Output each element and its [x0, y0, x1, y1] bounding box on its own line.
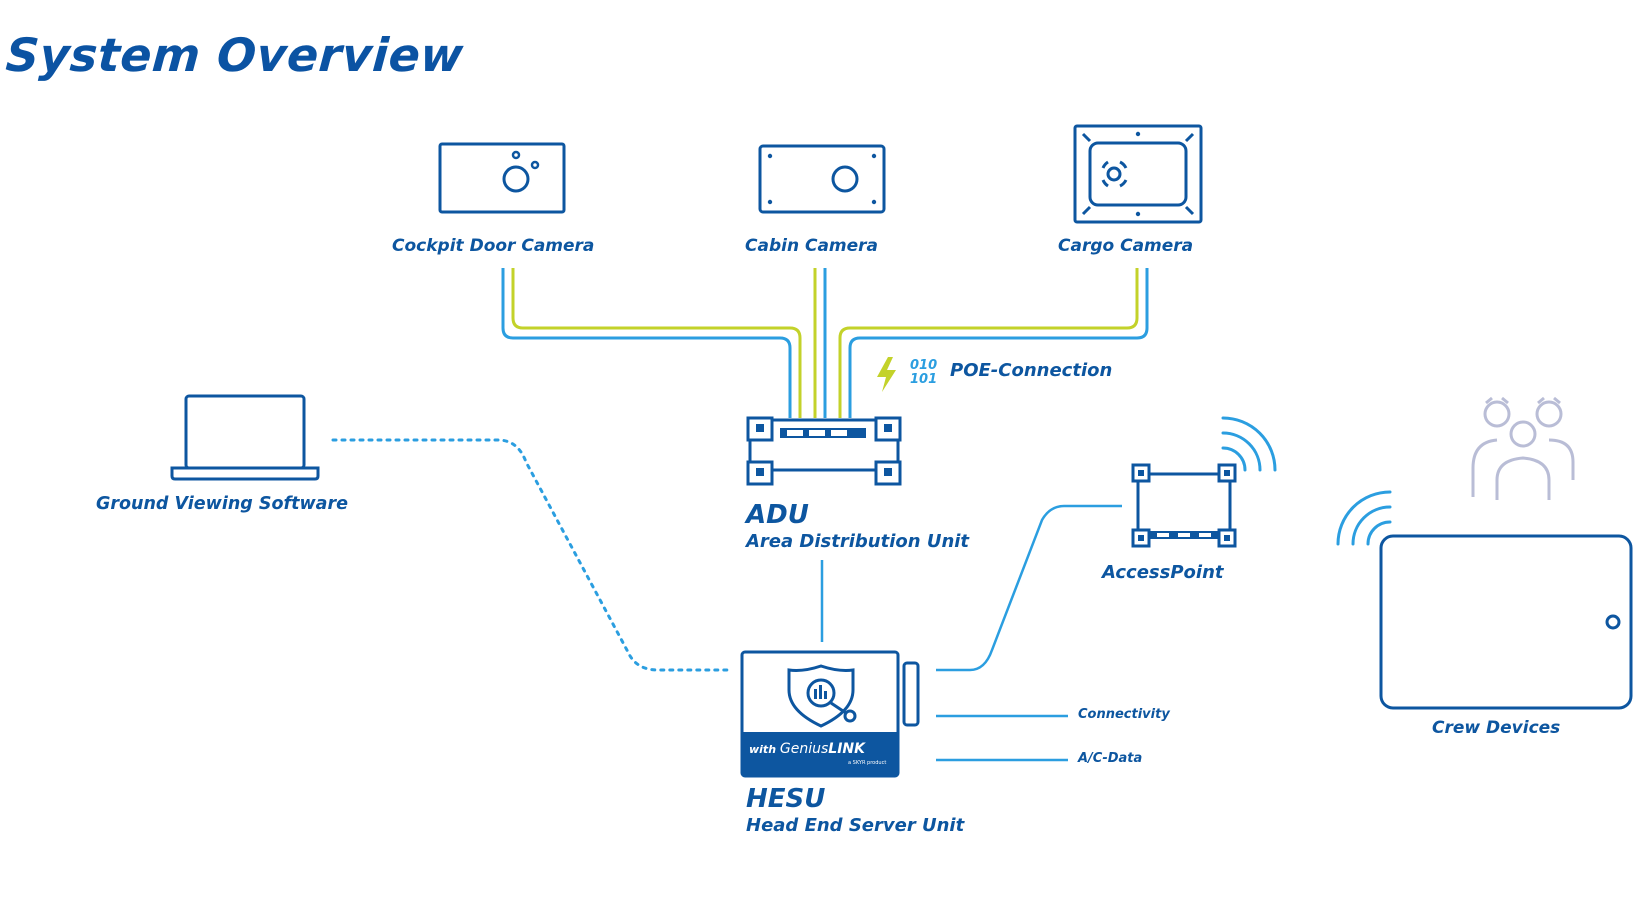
page-title: System Overview	[4, 28, 466, 82]
hesu-server-icon	[740, 650, 920, 778]
laptop-icon	[170, 394, 320, 481]
adu-title: ADU	[746, 500, 809, 530]
poe-connection-label: POE-Connection	[950, 360, 1113, 381]
camera-icon	[758, 144, 886, 214]
tablet-icon	[1379, 534, 1633, 710]
lightning-icon	[877, 357, 896, 392]
camera-icon	[438, 142, 566, 214]
cable-cockpit-blue	[501, 268, 792, 418]
poe-binary-bottom: 101	[910, 372, 938, 387]
cable-cockpit-yellow	[511, 268, 802, 418]
link-ground-hesu	[331, 438, 732, 672]
adu-subtitle: Area Distribution Unit	[746, 531, 970, 552]
badge-tagline: a SKYR product	[848, 760, 887, 766]
shield-analytics-icon	[787, 664, 857, 728]
cable-cargo-yellow	[838, 268, 1139, 418]
poe-binary-top: 010	[910, 358, 938, 373]
cockpit-camera-label: Cockpit Door Camera	[392, 236, 595, 256]
hesu-subtitle: Head End Server Unit	[746, 815, 965, 836]
accesspoint-label: AccessPoint	[1102, 562, 1224, 583]
camera-icon	[1073, 124, 1203, 224]
badge-brand-light: Genius	[779, 741, 829, 757]
geniuslink-badge: with GeniusLINK	[749, 741, 865, 757]
badge-prefix: with	[749, 743, 777, 756]
network-links	[331, 438, 1122, 762]
poe-cables	[501, 268, 1149, 418]
cable-cargo-blue	[848, 268, 1149, 418]
connectivity-label: Connectivity	[1078, 707, 1170, 722]
poe-binary: 010 101	[910, 359, 937, 387]
ground-viewing-label: Ground Viewing Software	[96, 494, 348, 514]
badge-brand-bold: LINK	[828, 741, 865, 757]
hesu-title: HESU	[746, 784, 826, 814]
ac-data-label: A/C-Data	[1078, 751, 1143, 766]
crew-people-icon	[1471, 396, 1575, 500]
cargo-camera-label: Cargo Camera	[1058, 236, 1194, 256]
wifi-icon	[1336, 490, 1392, 546]
wifi-icon	[1221, 416, 1277, 472]
crew-devices-label: Crew Devices	[1432, 718, 1561, 738]
switch-icon	[746, 416, 902, 486]
router-icon	[1131, 463, 1237, 548]
link-hesu-accesspoint	[936, 504, 1122, 672]
cabin-camera-label: Cabin Camera	[745, 236, 879, 256]
